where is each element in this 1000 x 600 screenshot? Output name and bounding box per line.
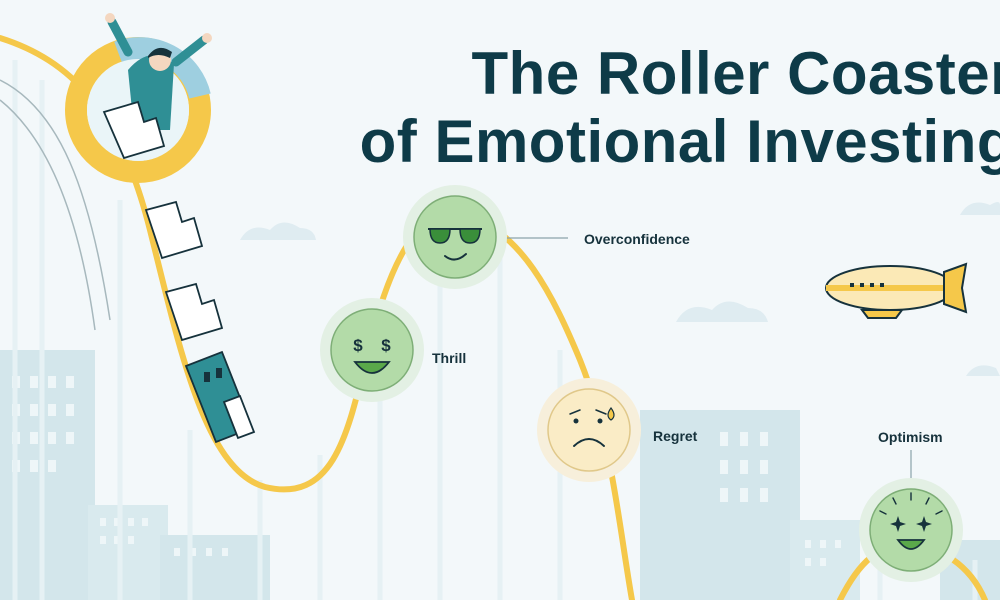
page-title-line-2: of Emotional Investing	[359, 108, 1000, 175]
svg-text:$: $	[381, 336, 391, 355]
sunglasses-face-icon	[403, 185, 507, 289]
page-title-line-1: The Roller Coaster	[471, 40, 1000, 107]
emotion-label-optimism: Optimism	[878, 429, 943, 445]
coaster-rails-thin	[0, 79, 111, 331]
emotion-label-thrill: Thrill	[432, 350, 467, 366]
emotion-label-overconfidence: Overconfidence	[584, 231, 690, 247]
blimp	[825, 262, 968, 319]
coaster-cars	[102, 100, 256, 444]
dollar-eyes-face-icon: $ $	[320, 298, 424, 402]
sad-face-icon	[537, 378, 641, 482]
city-skyline	[0, 350, 1000, 600]
label-leaders	[500, 237, 912, 480]
starry-eyed-face-icon	[859, 478, 963, 582]
clouds	[240, 202, 1000, 376]
emotion-label-regret: Regret	[653, 428, 698, 444]
svg-text:$: $	[353, 336, 363, 355]
